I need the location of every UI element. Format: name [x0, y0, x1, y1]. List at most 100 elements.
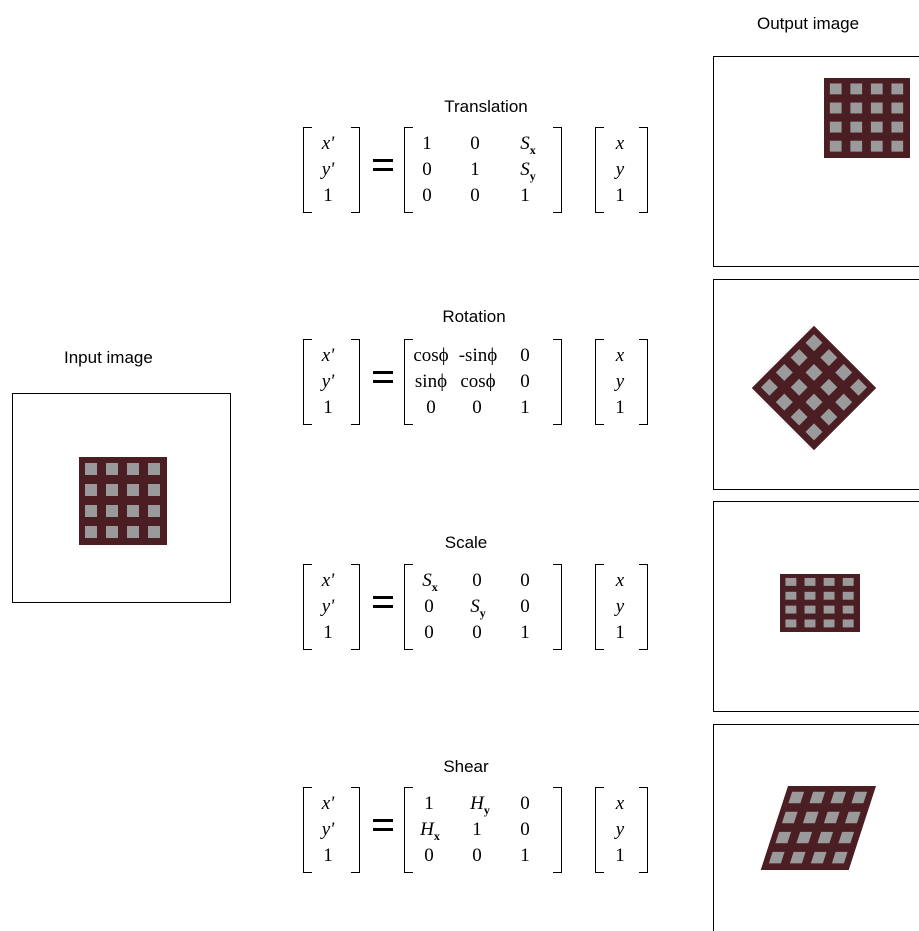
grid-cell [820, 378, 838, 396]
matrix-cell: 1 [520, 622, 530, 643]
grid-cell [127, 505, 139, 517]
grid-cell [870, 102, 883, 114]
rhs-x: x [615, 345, 625, 366]
grid-cell [805, 423, 823, 441]
input-image-frame [12, 393, 231, 603]
grid-cell [850, 378, 868, 396]
output-scale-grid [780, 574, 860, 632]
grid-cell [85, 463, 97, 475]
grid-cell [838, 831, 855, 844]
lhs-one: 1 [323, 845, 333, 866]
grid-cell [805, 363, 823, 381]
matrix-cell: Sy [470, 596, 486, 620]
grid-cell [805, 334, 823, 352]
matrix-cell: 0 [424, 845, 434, 866]
grid-cell [810, 851, 827, 864]
grid-cell [805, 393, 823, 411]
grid-cell [891, 102, 904, 114]
matrix-cell: 0 [520, 819, 530, 840]
equals-sign [373, 159, 393, 171]
matrix-cell: 0 [472, 570, 482, 591]
grid-cell [820, 408, 838, 426]
output-shear-frame [713, 724, 919, 931]
grid-cell [829, 102, 842, 114]
grid-cell [829, 83, 842, 95]
matrix-cell: 1 [520, 845, 530, 866]
lhs-y-prime: y' [321, 371, 335, 392]
grid-cell [804, 619, 816, 628]
grid-cell [85, 526, 97, 538]
equals-sign [373, 819, 393, 831]
grid-cell [829, 121, 842, 133]
grid-cell [790, 378, 808, 396]
grid-cell [891, 83, 904, 95]
rhs-one: 1 [615, 845, 625, 866]
grid-cell [760, 378, 778, 396]
matrix-cell: 0 [424, 596, 434, 617]
grid-cell [870, 121, 883, 133]
input-image-label: Input image [64, 348, 153, 367]
grid-cell [823, 605, 835, 614]
rhs-x: x [615, 133, 625, 154]
grid-cell [891, 121, 904, 133]
matrix-cell: 1 [520, 397, 530, 418]
grid-cell [106, 505, 118, 517]
grid-cell [790, 408, 808, 426]
lhs-y-prime: y' [321, 159, 335, 180]
lhs-x-prime: x' [321, 345, 335, 366]
rhs-one: 1 [615, 185, 625, 206]
matrix-cell: 0 [424, 622, 434, 643]
translation-title: Translation [444, 97, 528, 116]
rhs-one: 1 [615, 397, 625, 418]
grid-cell [830, 791, 847, 804]
grid-cell [790, 349, 808, 367]
rhs-y: y [615, 159, 625, 180]
grid-cell [842, 591, 854, 600]
rhs-one: 1 [615, 622, 625, 643]
matrix-cell: 1 [424, 793, 434, 814]
lhs-x-prime: x' [321, 570, 335, 591]
matrix-cell: 1 [472, 819, 482, 840]
grid-cell [796, 831, 813, 844]
grid-cell [148, 484, 160, 496]
rhs-y: y [615, 371, 625, 392]
matrix-cell: 0 [426, 397, 436, 418]
grid-cell [785, 619, 797, 628]
grid-cell [842, 619, 854, 628]
grid-cell [785, 577, 797, 586]
grid-cell [870, 140, 883, 152]
grid-cell [804, 591, 816, 600]
output-translation-frame [713, 56, 919, 267]
equals-sign [373, 596, 393, 608]
lhs-x-prime: x' [321, 793, 335, 814]
lhs-x-prime: x' [321, 133, 335, 154]
output-rotation-grid [751, 325, 877, 451]
grid-cell [148, 505, 160, 517]
matrix-cell: 0 [472, 845, 482, 866]
lhs-y-prime: y' [321, 819, 335, 840]
grid-cell [785, 605, 797, 614]
grid-cell [768, 851, 785, 864]
matrix-cell: Hy [470, 793, 490, 817]
lhs-y-prime: y' [321, 596, 335, 617]
matrix-cell: Sx [520, 133, 536, 157]
grid-cell [829, 140, 842, 152]
rhs-x: x [615, 570, 625, 591]
grid-cell [835, 363, 853, 381]
grid-cell [850, 102, 863, 114]
matrix-cell: 0 [520, 793, 530, 814]
grid-cell [127, 526, 139, 538]
matrix-cell: 0 [422, 159, 432, 180]
grid-cell [106, 484, 118, 496]
grid-cell [802, 811, 819, 824]
grid-cell [775, 831, 792, 844]
matrix-cell: 0 [470, 133, 480, 154]
shear-title: Shear [443, 757, 489, 776]
matrix-cell: 0 [472, 397, 482, 418]
output-rotation-frame [713, 279, 919, 490]
grid-cell [870, 83, 883, 95]
matrix-cell: Sx [422, 570, 438, 594]
grid-cell [823, 811, 840, 824]
scale-equation: x' y' 1 Sx 0 0 0 Sy 0 0 0 1 x y 1 [303, 562, 653, 652]
grid-cell [850, 121, 863, 133]
